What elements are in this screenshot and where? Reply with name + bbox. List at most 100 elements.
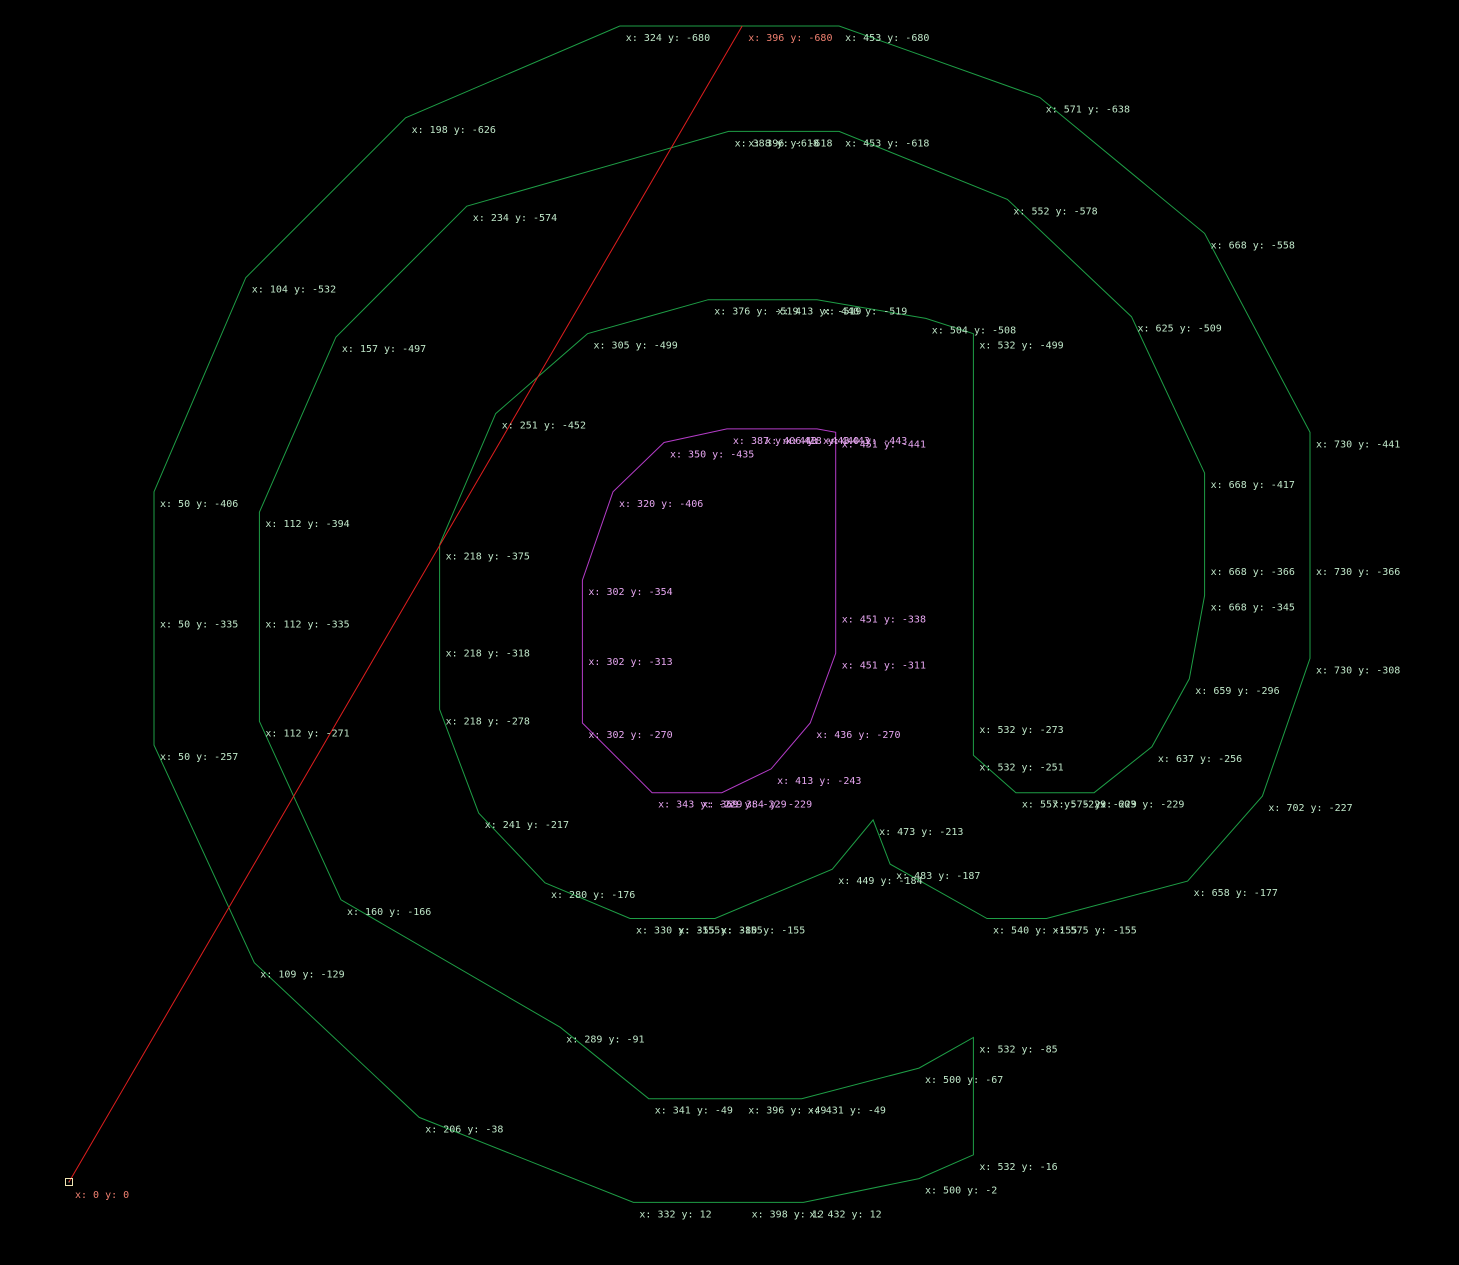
outer-point-label: x: 157 y: -497: [342, 344, 426, 355]
outer-point-label: x: 557 y: -229: [1022, 800, 1106, 811]
inner-point-label: x: 320 y: -406: [619, 499, 703, 510]
outer-point-label: x: 332 y: 12: [639, 1209, 711, 1220]
outer-point-label: x: 453 y: -680: [845, 33, 929, 44]
outer-point-label: x: 668 y: -366: [1211, 567, 1295, 578]
inner-point-label: x: 387 y: -443: [733, 436, 817, 447]
outer-point-label: x: 431 y: -49: [808, 1106, 886, 1117]
outer-point-label: x: 380 y: -155: [721, 926, 805, 937]
inner-point-label: x: 406 y: -443: [765, 436, 849, 447]
outer-point-label: x: 218 y: -278: [446, 716, 530, 727]
outer-point-label: x: 50 y: -406: [160, 499, 238, 510]
outer-point-label: x: 388 y: -618: [735, 138, 819, 149]
outer-point-label: x: 571 y: -638: [1046, 104, 1130, 115]
outer-point-label: x: 398 y: 12: [752, 1209, 824, 1220]
outer-point-label: x: 659 y: -296: [1195, 686, 1279, 697]
origin-marker: [65, 1178, 73, 1186]
inner-point-label: x: 418 y: -443: [786, 436, 870, 447]
outer-point-label: x: 453 y: -618: [845, 138, 929, 149]
outer-point-label: x: 449 y: -184: [838, 876, 922, 887]
outer-point-label: x: 160 y: -166: [347, 907, 431, 918]
outer-point-label: x: 637 y: -256: [1158, 754, 1242, 765]
outer-point-label: x: 500 y: -67: [925, 1075, 1003, 1086]
outer-point-label: x: 532 y: -251: [979, 762, 1063, 773]
outer-point-label: x: 413 y: -519: [777, 307, 861, 318]
outer-point-label: x: 341 y: -49: [655, 1106, 733, 1117]
outer-point-label: x: 355 y: -155: [679, 926, 763, 937]
inner-point-label: x: 369 y: -229: [702, 800, 786, 811]
outer-point-label: x: 532 y: -16: [979, 1162, 1057, 1173]
inner-point-label: x: 350 y: -435: [670, 450, 754, 461]
outer-point-label: x: 330 y: -155: [636, 926, 720, 937]
inner-point-label: x: 451 y: -338: [842, 614, 926, 625]
outer-point-label: x: 730 y: -366: [1316, 567, 1400, 578]
outer-point-label: x: 532 y: -85: [979, 1045, 1057, 1056]
outer-point-labels: x: 324 y: -680 x: 453 y: -680 x: 571 y: -6…: [160, 33, 1400, 1220]
outer-point-label: x: 532 y: -499: [979, 341, 1063, 352]
outer-point-label: x: 575 y: -229: [1053, 800, 1137, 811]
inner-contour-path: [581, 428, 837, 794]
outer-point-label: x: 251 y: -452: [502, 421, 586, 432]
outer-point-label: x: 658 y: -177: [1194, 888, 1278, 899]
inner-point-label: x: 436 y: -270: [816, 730, 900, 741]
origin-label: x: 0 y: 0: [75, 1190, 129, 1201]
outer-point-label: x: 104 y: -532: [252, 285, 336, 296]
outer-point-label: x: 289 y: -91: [566, 1034, 644, 1045]
outer-point-label: x: 532 y: -273: [979, 725, 1063, 736]
inner-point-label: x: 413 y: -243: [777, 776, 861, 787]
outer-point-label: x: 109 y: -129: [260, 970, 344, 981]
outer-point-label: x: 440 y: -519: [823, 307, 907, 318]
outer-point-label: x: 50 y: -257: [160, 752, 238, 763]
outer-point-label: x: 668 y: -417: [1211, 480, 1295, 491]
guide-end-label: x: 396 y: -680: [748, 33, 832, 44]
outer-point-label: x: 730 y: -308: [1316, 665, 1400, 676]
outer-point-label: x: 112 y: -335: [265, 620, 349, 631]
inner-point-label: x: 440 y: -443: [823, 436, 907, 447]
inner-point-label: x: 451 y: -311: [842, 660, 926, 671]
outer-contour-layer: [153, 25, 1311, 1203]
inner-point-label: x: 384 y: -229: [728, 800, 812, 811]
inner-point-label: x: 302 y: -313: [588, 657, 672, 668]
inner-point-label: x: 302 y: -270: [588, 730, 672, 741]
outer-point-label: x: 218 y: -318: [446, 648, 530, 659]
outer-point-label: x: 206 y: -38: [425, 1124, 503, 1135]
outer-point-label: x: 50 y: -335: [160, 620, 238, 631]
inner-point-label: x: 302 y: -354: [588, 587, 672, 598]
outer-point-label: x: 218 y: -375: [446, 552, 530, 563]
outer-point-label: x: 396 y: -618: [748, 138, 832, 149]
origin-layer: x: 0 y: 0 x: 396 y: -680: [65, 33, 832, 1201]
outer-point-label: x: 575 y: -155: [1053, 926, 1137, 937]
outer-point-label: x: 376 y: -519: [714, 307, 798, 318]
outer-point-label: x: 198 y: -626: [412, 125, 496, 136]
outer-point-label: x: 625 y: -509: [1138, 324, 1222, 335]
outer-point-label: x: 396 y: -49: [748, 1106, 826, 1117]
guide-line-layer: [68, 25, 743, 1183]
origin-marker-dot: [68, 1181, 70, 1183]
outer-point-label: x: 702 y: -227: [1268, 803, 1352, 814]
outer-point-label: x: 234 y: -574: [473, 213, 557, 224]
outer-point-label: x: 668 y: -558: [1211, 240, 1295, 251]
outer-point-label: x: 500 y: -2: [925, 1186, 997, 1197]
outer-point-label: x: 432 y: 12: [809, 1209, 881, 1220]
outer-point-label: x: 483 y: -187: [896, 871, 980, 882]
outer-point-label: x: 280 y: -176: [551, 890, 635, 901]
inner-point-label: x: 343 y: -229: [658, 800, 742, 811]
outer-point-label: x: 540 y: -155: [993, 926, 1077, 937]
inner-contour-layer: [581, 428, 837, 794]
guide-line: [68, 25, 743, 1183]
outer-point-label: x: 603 y: -229: [1100, 800, 1184, 811]
outer-point-label: x: 504 y: -508: [932, 325, 1016, 336]
outer-point-label: x: 305 y: -499: [594, 341, 678, 352]
outer-point-label: x: 112 y: -394: [265, 519, 349, 530]
outer-contour-path: [153, 25, 1311, 1203]
outer-point-label: x: 324 y: -680: [626, 33, 710, 44]
inner-point-label: x: 451 y: -441: [842, 439, 926, 450]
outer-point-label: x: 473 y: -213: [879, 827, 963, 838]
outer-point-label: x: 668 y: -345: [1211, 603, 1295, 614]
outer-point-label: x: 552 y: -578: [1013, 206, 1097, 217]
outer-point-label: x: 730 y: -441: [1316, 439, 1400, 450]
outer-point-label: x: 241 y: -217: [485, 820, 569, 831]
outer-point-label: x: 112 y: -271: [265, 728, 349, 739]
